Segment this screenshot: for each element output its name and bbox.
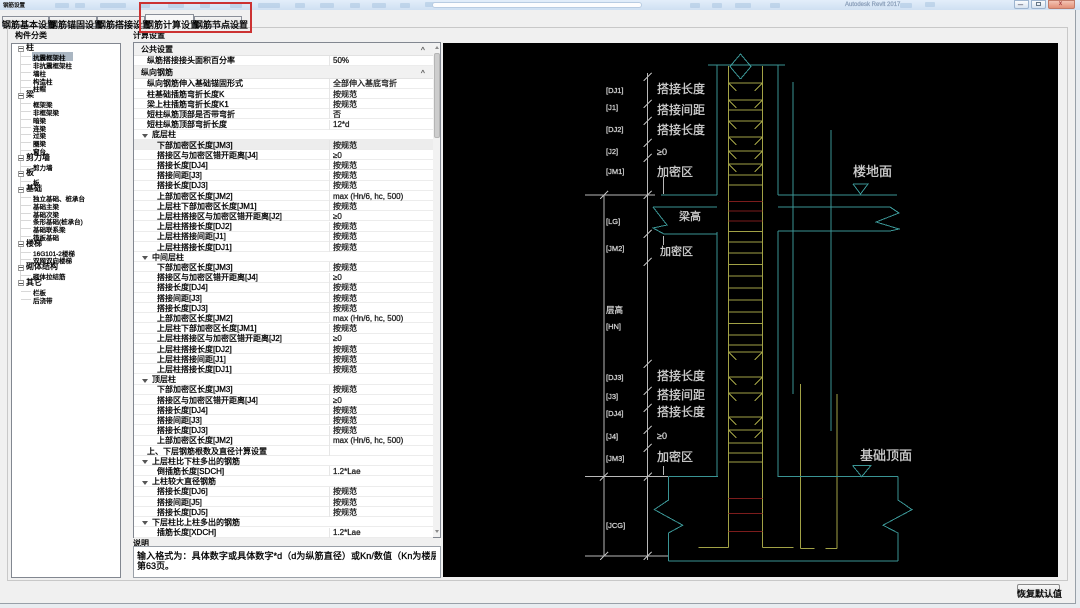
svg-text:[J3]: [J3] bbox=[606, 392, 618, 401]
svg-text:加密区: 加密区 bbox=[657, 164, 693, 179]
svg-text:搭接间距: 搭接间距 bbox=[657, 387, 705, 402]
svg-text:[HN]: [HN] bbox=[606, 322, 621, 331]
svg-text:层高: 层高 bbox=[606, 305, 623, 315]
svg-text:[J2]: [J2] bbox=[606, 147, 618, 156]
svg-text:[DJ2]: [DJ2] bbox=[606, 125, 624, 134]
svg-text:[JM2]: [JM2] bbox=[606, 244, 624, 253]
svg-text:[J1]: [J1] bbox=[606, 103, 618, 112]
svg-text:搭接长度: 搭接长度 bbox=[657, 404, 705, 419]
svg-text:搭接间距: 搭接间距 bbox=[657, 102, 705, 117]
svg-text:楼地面: 楼地面 bbox=[853, 164, 892, 179]
svg-text:基础顶面: 基础顶面 bbox=[860, 448, 912, 463]
svg-text:搭接长度: 搭接长度 bbox=[657, 122, 705, 137]
svg-text:梁高: 梁高 bbox=[679, 209, 701, 223]
svg-text:[J4]: [J4] bbox=[606, 432, 618, 441]
svg-text:≥0: ≥0 bbox=[657, 147, 667, 157]
svg-text:加密区: 加密区 bbox=[660, 244, 693, 258]
svg-text:[LG]: [LG] bbox=[606, 217, 620, 226]
svg-text:[DJ3]: [DJ3] bbox=[606, 373, 624, 382]
svg-text:[DJ4]: [DJ4] bbox=[606, 409, 624, 418]
svg-text:[JM3]: [JM3] bbox=[606, 454, 624, 463]
svg-text:加密区: 加密区 bbox=[657, 449, 693, 464]
svg-text:[JM1]: [JM1] bbox=[606, 167, 624, 176]
svg-text:搭接长度: 搭接长度 bbox=[657, 81, 705, 96]
svg-text:≥0: ≥0 bbox=[657, 431, 667, 441]
svg-text:搭接长度: 搭接长度 bbox=[657, 368, 705, 383]
svg-text:[JCG]: [JCG] bbox=[606, 521, 625, 530]
svg-text:[DJ1]: [DJ1] bbox=[606, 86, 624, 95]
